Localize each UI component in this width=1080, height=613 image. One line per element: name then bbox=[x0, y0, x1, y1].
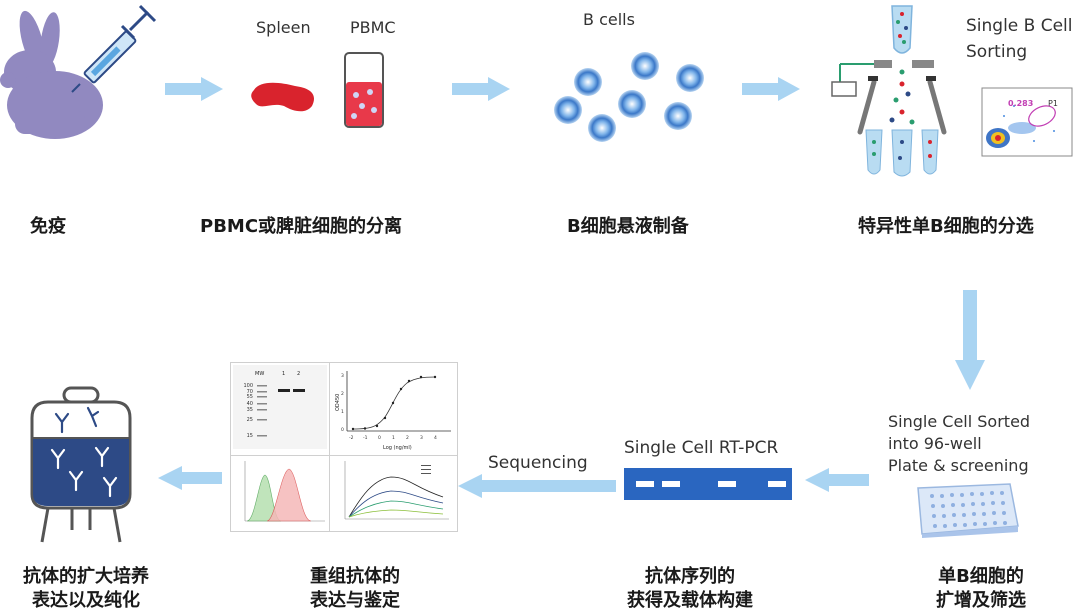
elisa-xtick: 4 bbox=[434, 435, 437, 441]
spleen-label: Spleen bbox=[256, 18, 311, 37]
tube-icon bbox=[344, 52, 384, 128]
binding-kinetics-chart bbox=[344, 461, 449, 520]
gel-marker: 25 bbox=[247, 417, 253, 423]
flow-arrow-right bbox=[742, 77, 800, 101]
sorting-label-line2: Sorting bbox=[966, 42, 1028, 62]
rabbit-illustration bbox=[0, 4, 157, 139]
step-immunization: 免疫 bbox=[30, 216, 66, 237]
step-suspension: B细胞悬液制备 bbox=[567, 216, 689, 237]
step-sequence-line2: 获得及载体构建 bbox=[627, 590, 753, 611]
characterization-panel: MW 1 2 100 70 55 40 35 25 15 OD450 Log (… bbox=[230, 362, 458, 532]
pcr-bar-icon bbox=[624, 468, 792, 500]
elisa-ytick: 3 bbox=[341, 373, 344, 379]
gel-marker: 70 bbox=[247, 389, 253, 395]
elisa-xtick: -2 bbox=[349, 435, 354, 441]
gel-marker: 55 bbox=[247, 394, 253, 400]
elisa-xtick: 1 bbox=[392, 435, 395, 441]
step-production: 抗体的扩大培养 表达以及纯化 bbox=[6, 565, 166, 613]
pbmc-label: PBMC bbox=[350, 18, 396, 37]
elisa-ytick: 2 bbox=[341, 391, 344, 397]
flow-arrow-left bbox=[158, 466, 222, 490]
b-cells-icon bbox=[554, 52, 704, 142]
step-expansion-line2: 扩增及筛选 bbox=[936, 590, 1026, 611]
flow-cytometry-plot: 0.283 P1 bbox=[981, 87, 1073, 157]
step-sequence-line1: 抗体序列的 bbox=[645, 566, 735, 587]
rtpcr-label: Single Cell RT-PCR bbox=[624, 438, 779, 458]
sequencing-label: Sequencing bbox=[488, 453, 588, 473]
bioreactor-icon bbox=[30, 386, 132, 543]
flow-arrow-down bbox=[955, 290, 985, 390]
step-recombinant: 重组抗体的 表达与鉴定 bbox=[280, 565, 430, 613]
flow-histogram bbox=[244, 461, 325, 522]
syringe-icon bbox=[71, 4, 157, 93]
flow-arrow-right bbox=[165, 77, 223, 101]
elisa-xtick: -1 bbox=[363, 435, 368, 441]
step-sorting: 特异性单B细胞的分选 bbox=[858, 216, 1034, 237]
step-expansion: 单B细胞的 扩增及筛选 bbox=[906, 565, 1056, 613]
sorted-label-line2: into 96-well bbox=[888, 434, 982, 453]
elisa-ytick: 1 bbox=[341, 409, 344, 415]
elisa-curve-chart: OD450 Log (ng/ml) -2 -1 0 1 2 3 4 0 1 2 … bbox=[335, 371, 451, 451]
elisa-xtick: 3 bbox=[420, 435, 423, 441]
step-production-line2: 表达以及纯化 bbox=[32, 590, 140, 611]
western-blot-gel: MW 1 2 100 70 55 40 35 25 15 bbox=[233, 365, 327, 449]
elisa-xtick: 2 bbox=[406, 435, 409, 441]
flow-arrow-left bbox=[805, 468, 869, 492]
sorted-label-line1: Single Cell Sorted bbox=[888, 412, 1031, 431]
cell-sorter-icon bbox=[831, 5, 947, 177]
gel-marker: 100 bbox=[243, 383, 253, 389]
step-sequence: 抗体序列的 获得及载体构建 bbox=[600, 565, 780, 613]
flow-arrow-left bbox=[458, 474, 616, 498]
gel-marker: 15 bbox=[247, 433, 253, 439]
well-plate-icon bbox=[917, 483, 1019, 538]
sorted-label-line3: Plate & screening bbox=[888, 456, 1029, 475]
sorting-label-line1: Single B Cell bbox=[966, 16, 1073, 36]
step-expansion-line1: 单B细胞的 bbox=[938, 566, 1024, 587]
step-separation: PBMC或脾脏细胞的分离 bbox=[200, 216, 403, 237]
gel-lane-2: 2 bbox=[297, 371, 300, 377]
step-recombinant-line1: 重组抗体的 bbox=[310, 566, 400, 587]
gate-value: 0.283 bbox=[1008, 99, 1033, 108]
b-cells-label: B cells bbox=[583, 10, 635, 29]
spleen-icon bbox=[251, 82, 315, 112]
gel-lane-1: 1 bbox=[282, 371, 285, 377]
flow-arrow-right bbox=[452, 77, 510, 101]
step-production-line1: 抗体的扩大培养 bbox=[23, 566, 149, 587]
gel-lane-mw: MW bbox=[255, 371, 264, 377]
gel-marker: 35 bbox=[247, 407, 253, 413]
gel-marker: 40 bbox=[247, 401, 253, 407]
elisa-xlabel: Log (ng/ml) bbox=[383, 445, 412, 451]
gate-label: P1 bbox=[1048, 99, 1058, 108]
elisa-ylabel: OD450 bbox=[335, 394, 341, 411]
step-recombinant-line2: 表达与鉴定 bbox=[310, 590, 400, 611]
elisa-ytick: 0 bbox=[341, 427, 344, 433]
elisa-xtick: 0 bbox=[378, 435, 381, 441]
